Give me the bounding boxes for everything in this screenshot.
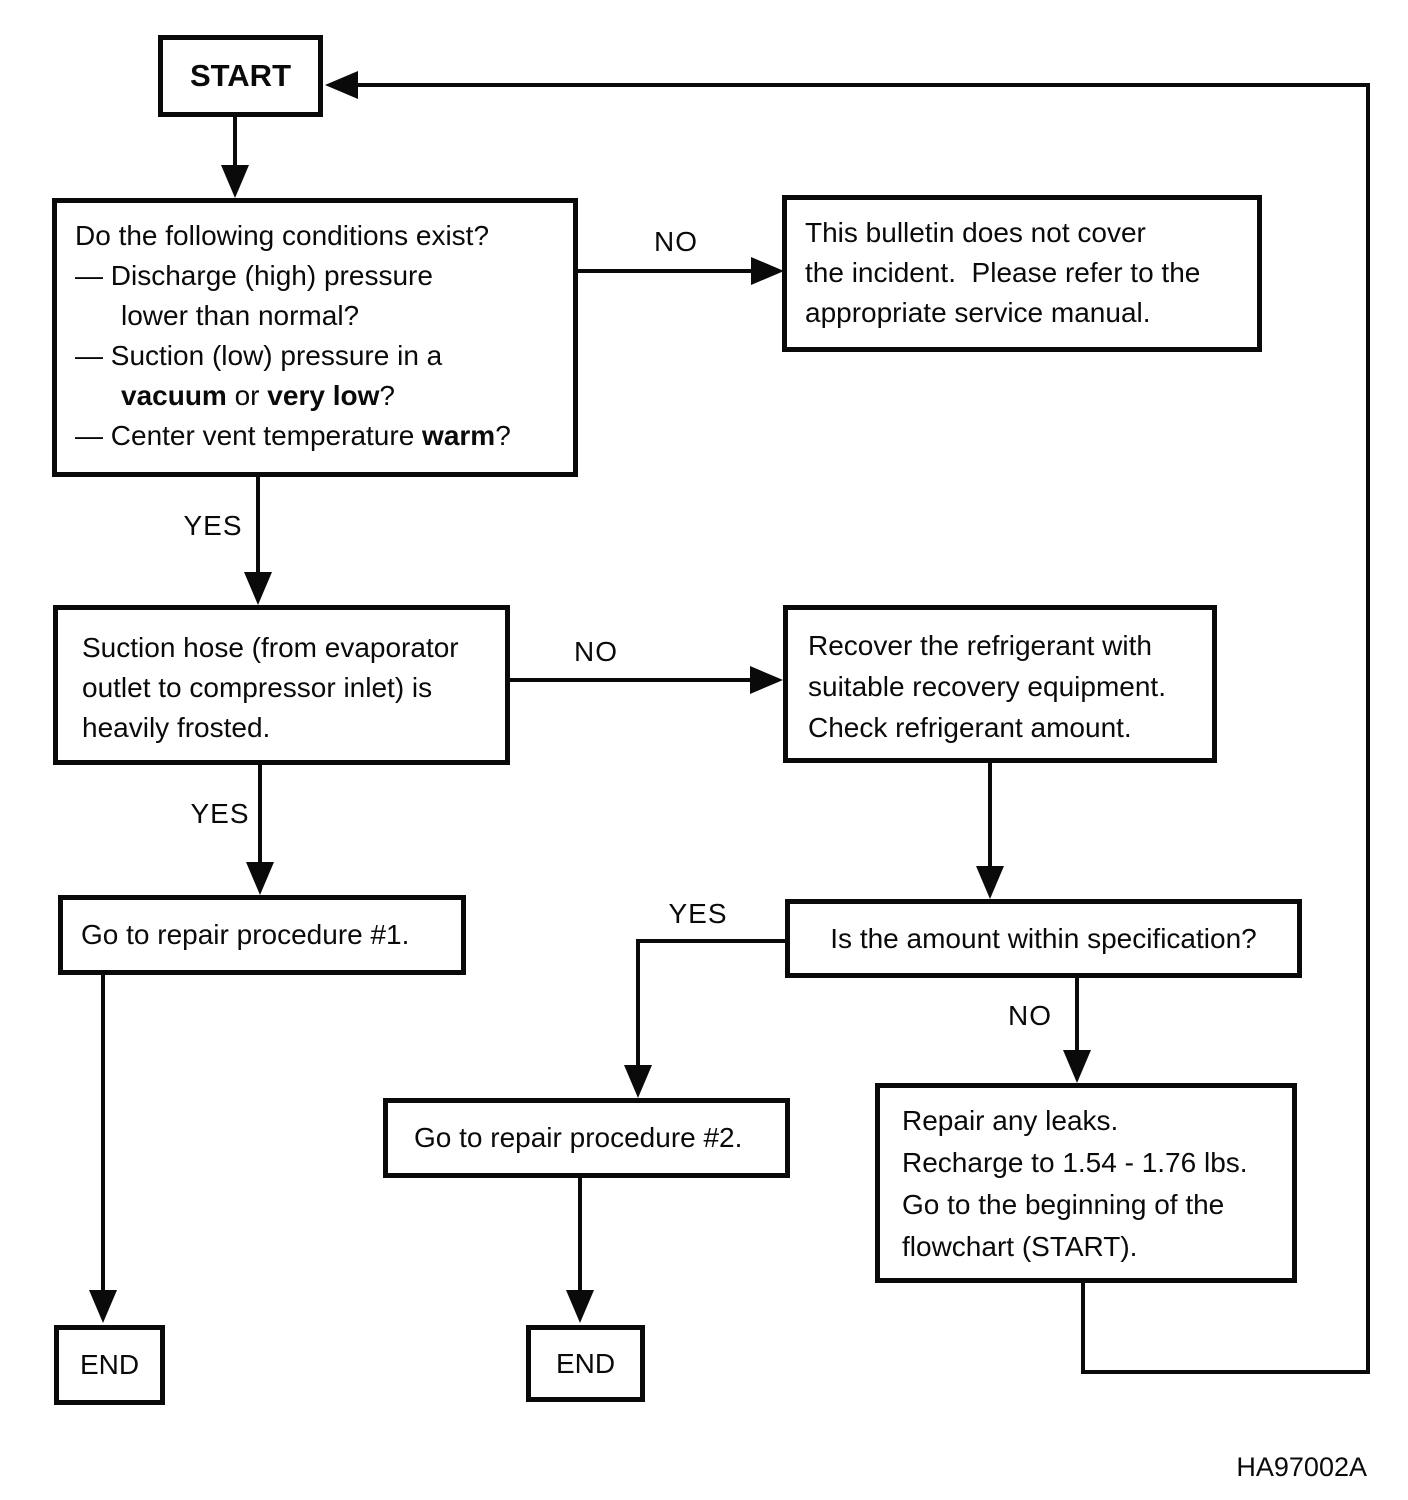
conditions-bold-warm: warm: [422, 420, 496, 451]
repair-line1: Repair any leaks.: [902, 1105, 1119, 1136]
edge-label-yes-3: YES: [668, 898, 728, 929]
suction-line3: heavily frosted.: [82, 712, 271, 743]
arrowhead-into-procedure2-icon: [624, 1065, 652, 1098]
edge-label-yes-1: YES: [183, 510, 243, 541]
connector-spec-yes-h: [636, 939, 785, 943]
connector-conditions-yes: [256, 477, 260, 573]
conditions-bold-very-low: very low: [267, 380, 380, 411]
conditions-bold-vacuum: vacuum: [121, 380, 227, 411]
suction-line2: outlet to compressor inlet) is: [82, 672, 433, 703]
edge-label-yes-2: YES: [190, 798, 250, 829]
connector-conditions-no: [578, 269, 754, 273]
connector-spec-yes-v: [636, 939, 640, 1068]
edge-label-no-1: NO: [654, 226, 698, 257]
connector-right-feedback: [1366, 83, 1370, 1374]
end2-label: END: [555, 1347, 616, 1379]
figure-id: HA97002A: [1236, 1452, 1367, 1482]
connector-suction-no: [510, 678, 752, 682]
node-start: START: [158, 35, 323, 117]
end1-label: END: [79, 1349, 140, 1380]
node-end-1: END: [54, 1325, 165, 1405]
arrowhead-into-bulletin-icon: [751, 257, 784, 285]
conditions-item3-pre: — Center vent temperature: [75, 420, 423, 451]
arrowhead-into-start-icon: [325, 71, 358, 99]
conditions-or: or: [226, 380, 268, 411]
node-repair: Repair any leaks. Recharge to 1.54 - 1.7…: [875, 1083, 1297, 1283]
arrowhead-into-spec-icon: [976, 866, 1004, 899]
node-end-2: END: [526, 1325, 645, 1402]
conditions-item3-qmark: ?: [495, 420, 511, 451]
node-conditions: Do the following conditions exist? — Dis…: [52, 198, 578, 477]
bulletin-line3: appropriate service manual.: [805, 297, 1151, 328]
conditions-item2: — Suction (low) pressure in a: [75, 340, 443, 371]
arrowhead-into-end2-icon: [566, 1290, 594, 1323]
recover-line3: Check refrigerant amount.: [808, 712, 1132, 743]
conditions-item1-cont: lower than normal?: [121, 300, 360, 331]
conditions-item2-qmark: ?: [379, 380, 395, 411]
conditions-item1: — Discharge (high) pressure: [75, 260, 433, 291]
connector-procedure1-to-end: [101, 975, 105, 1292]
node-procedure1: Go to repair procedure #1.: [58, 895, 466, 975]
node-spec: Is the amount within specification?: [785, 899, 1302, 978]
connector-top-feedback: [356, 83, 1370, 87]
edge-label-no-2: NO: [574, 636, 618, 667]
connector-start-to-conditions: [233, 117, 237, 169]
connector-repair-to-bottom: [1081, 1283, 1085, 1374]
recover-line2: suitable recovery equipment.: [808, 671, 1166, 702]
repair-line2: Recharge to 1.54 - 1.76 lbs.: [902, 1147, 1248, 1178]
repair-line3: Go to the beginning of the: [902, 1189, 1225, 1220]
conditions-item2-cont: vacuum or very low?: [75, 376, 561, 416]
connector-suction-yes: [258, 765, 262, 865]
procedure1-label: Go to repair procedure #1.: [81, 919, 410, 950]
connector-spec-no: [1075, 978, 1079, 1053]
node-bulletin: This bulletin does not cover the inciden…: [782, 195, 1262, 352]
conditions-title: Do the following conditions exist?: [75, 220, 490, 251]
node-procedure2: Go to repair procedure #2.: [383, 1098, 790, 1178]
start-label: START: [189, 58, 292, 93]
bulletin-line2: the incident. Please refer to the: [805, 257, 1201, 288]
edge-label-no-3: NO: [1008, 1000, 1052, 1031]
arrowhead-into-repair-icon: [1063, 1050, 1091, 1083]
node-recover: Recover the refrigerant with suitable re…: [783, 605, 1217, 763]
connector-recover-to-spec: [988, 763, 992, 869]
repair-line4: flowchart (START).: [902, 1231, 1138, 1262]
bulletin-line1: This bulletin does not cover: [805, 217, 1146, 248]
connector-bottom-feedback: [1081, 1370, 1370, 1374]
spec-label: Is the amount within specification?: [830, 922, 1257, 954]
connector-procedure2-to-end: [578, 1178, 582, 1292]
conditions-item3: — Center vent temperature warm?: [75, 416, 561, 456]
procedure2-label: Go to repair procedure #2.: [414, 1122, 743, 1153]
arrowhead-into-end1-icon: [89, 1290, 117, 1323]
arrowhead-into-suction-icon: [244, 572, 272, 605]
node-suction: Suction hose (from evaporator outlet to …: [53, 605, 510, 765]
arrowhead-into-conditions-icon: [221, 165, 249, 198]
arrowhead-into-recover-icon: [750, 666, 783, 694]
arrowhead-into-procedure1-icon: [246, 862, 274, 895]
recover-line1: Recover the refrigerant with: [808, 630, 1152, 661]
suction-line1: Suction hose (from evaporator: [82, 632, 459, 663]
